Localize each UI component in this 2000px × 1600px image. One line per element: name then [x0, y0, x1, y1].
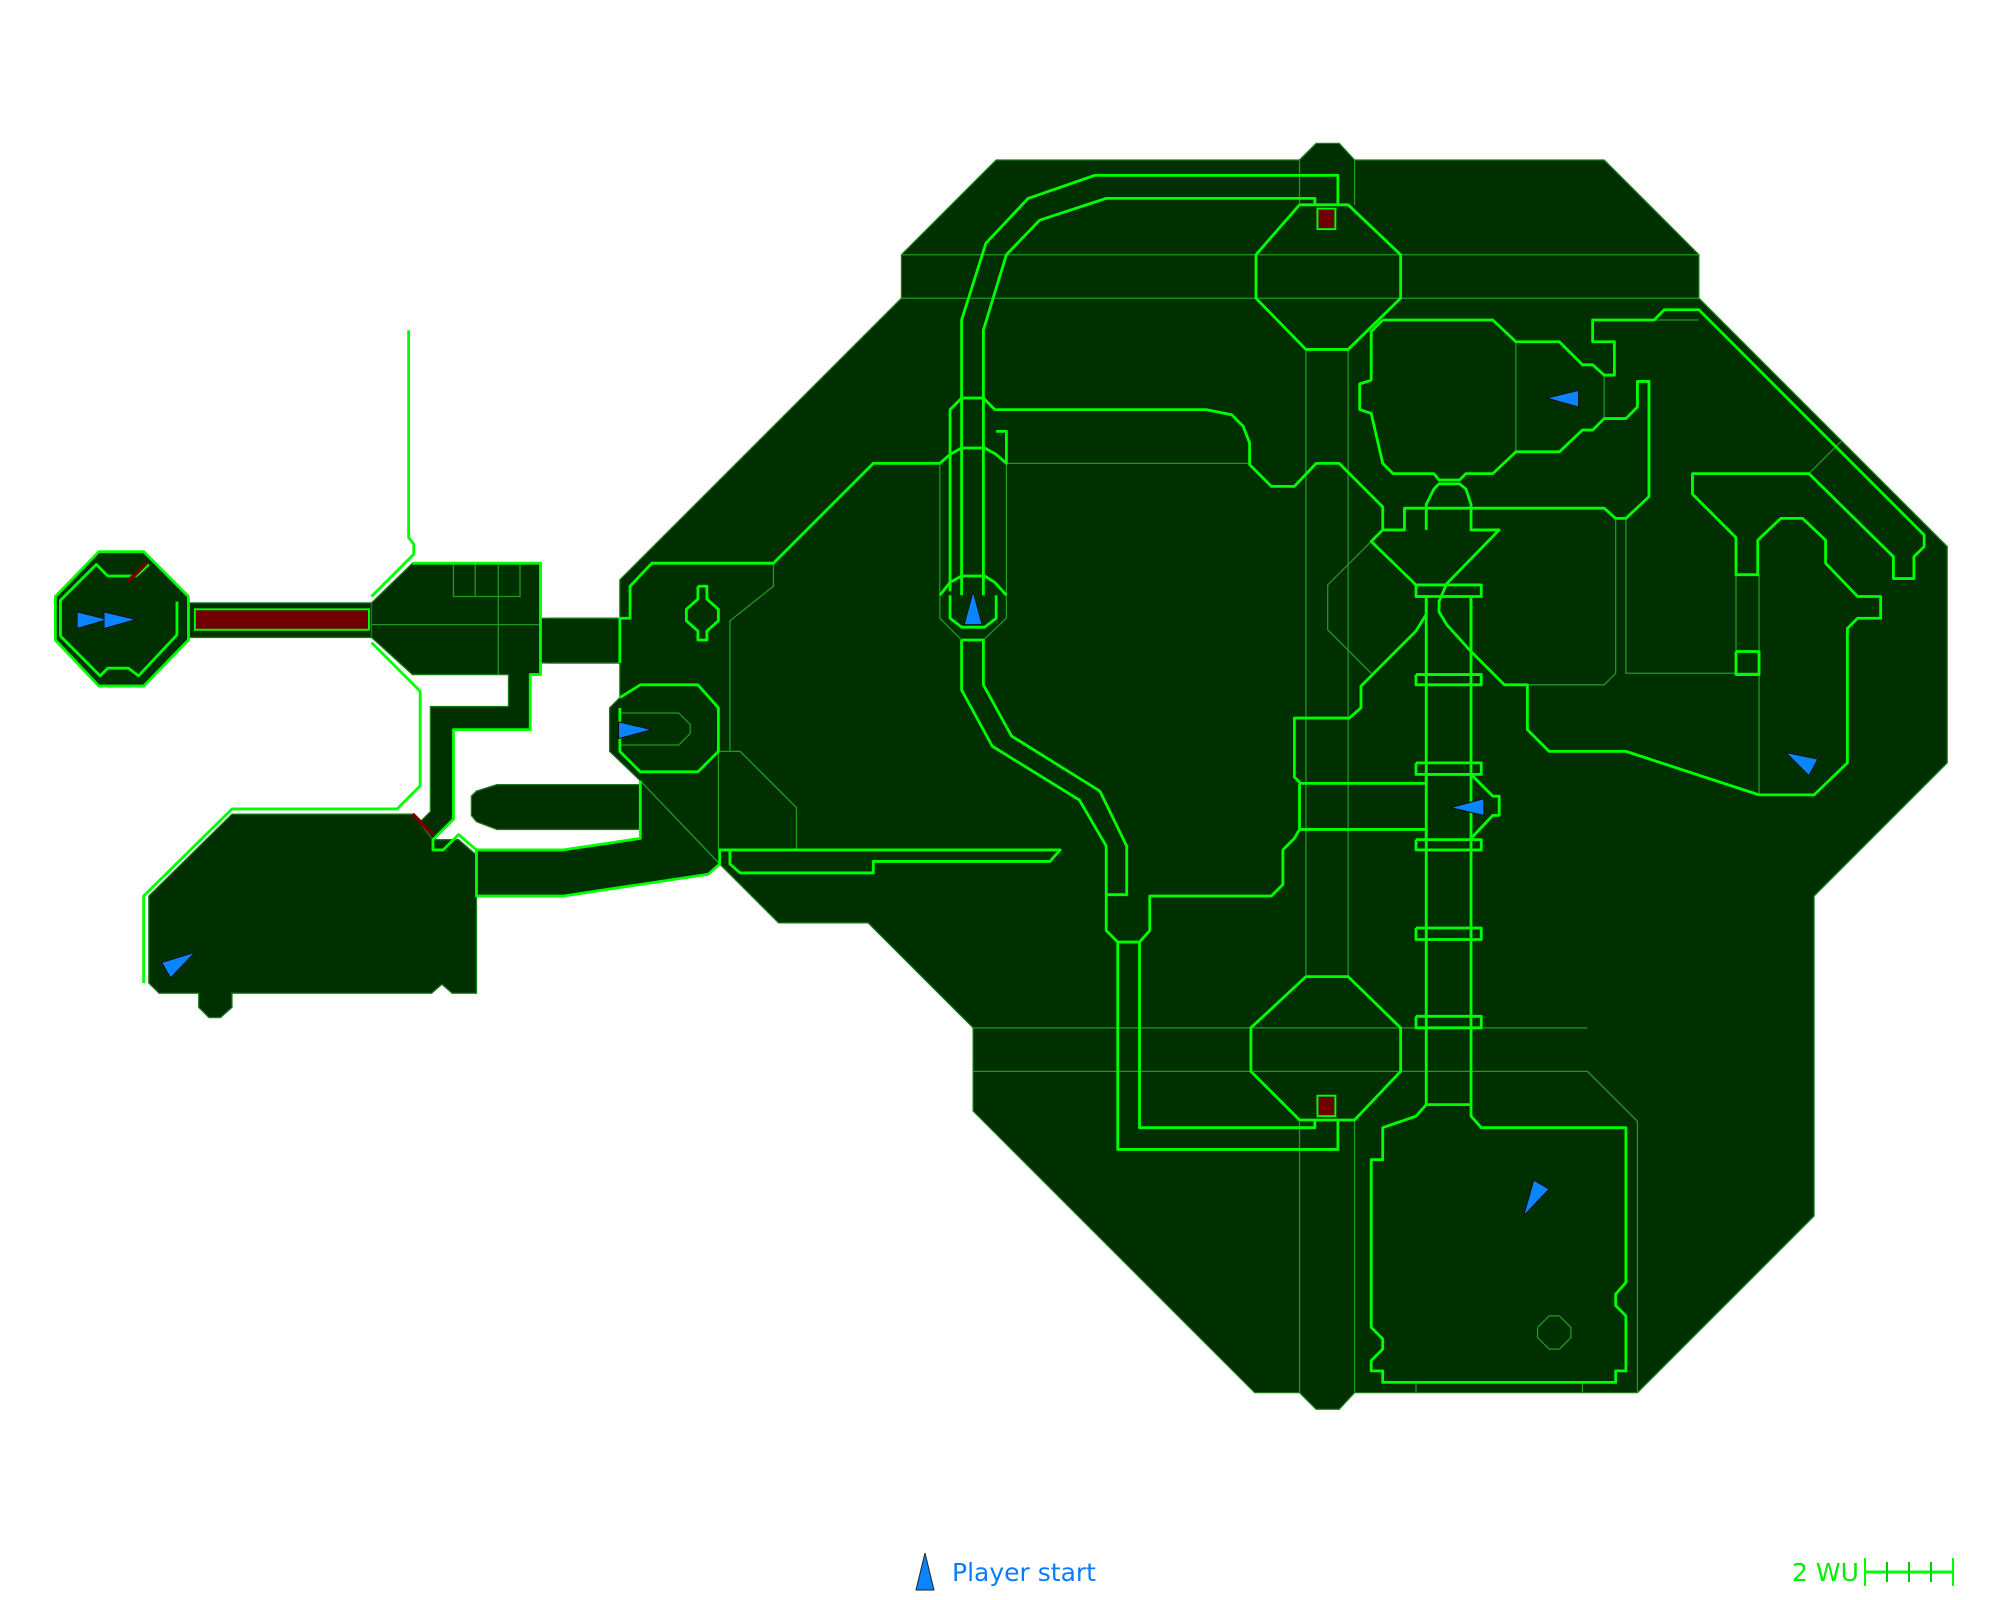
- wall-line: [59, 563, 179, 678]
- player-start-marker: [1784, 751, 1819, 777]
- wall-line: [1369, 596, 1628, 1384]
- legend: Player start: [914, 1552, 1096, 1592]
- wall-line: [1416, 583, 1483, 598]
- wall-line: [618, 429, 1008, 664]
- inner-line: [718, 750, 798, 850]
- wall-line: [1414, 926, 1483, 941]
- wall-line: [948, 595, 998, 629]
- wall-line: [142, 641, 422, 984]
- inner-line: [639, 780, 721, 865]
- wall-line: [948, 396, 1385, 592]
- wall-line: [1116, 942, 1340, 1151]
- door: [411, 812, 435, 836]
- player-start-marker: [103, 611, 139, 630]
- player-start-marker: [963, 589, 983, 626]
- door: [1316, 207, 1337, 231]
- scale-ruler: [1863, 1558, 1954, 1586]
- wall-line: [1734, 650, 1761, 676]
- doors: [126, 207, 1337, 1118]
- wall-line: [960, 638, 1129, 897]
- wall-line: [412, 561, 642, 852]
- inner-line: [1327, 540, 1372, 674]
- player-start-marker: [1523, 1179, 1550, 1217]
- player-start-marker: [1544, 389, 1580, 408]
- door: [1316, 1094, 1337, 1118]
- wall-line: [981, 196, 1317, 596]
- floor-area: [539, 617, 621, 664]
- inner-line: [1625, 518, 1760, 674]
- wall-line: [1249, 975, 1403, 1122]
- player-start-marker: [618, 721, 652, 740]
- player-start-icon: [915, 1552, 935, 1591]
- inner-line: [982, 463, 1008, 641]
- wall-line: [1414, 838, 1483, 852]
- inner-line: [619, 712, 691, 746]
- floor-area: [475, 142, 1948, 1410]
- walls: [53, 173, 1926, 1384]
- scale-bar: 2 WU: [1792, 1556, 1955, 1588]
- wall-line: [53, 550, 190, 688]
- inner-line: [939, 463, 963, 641]
- wall-line: [370, 330, 416, 598]
- wall-line: [960, 173, 1340, 596]
- inner-line: [729, 563, 775, 752]
- wall-line: [1424, 482, 1501, 653]
- floor-area: [148, 813, 478, 1019]
- wall-line: [618, 683, 720, 774]
- inner-line: [1527, 518, 1617, 686]
- player-start-marker: [1450, 798, 1485, 817]
- player-start-marker: [76, 611, 110, 630]
- floor-area: [470, 784, 641, 831]
- inner-line: [973, 1070, 1639, 1393]
- door: [126, 561, 148, 583]
- wall-line: [1382, 308, 1926, 797]
- scale-label: 2 WU: [1792, 1557, 1859, 1587]
- wall-line: [1414, 1014, 1483, 1030]
- wall-line: [475, 848, 1062, 898]
- legend-player-start-label: Player start: [952, 1557, 1096, 1587]
- floor-areas: [54, 142, 1948, 1410]
- inner-line: [1536, 1315, 1572, 1350]
- door: [193, 608, 370, 631]
- inner-line: [452, 563, 521, 598]
- wall-line: [1414, 761, 1483, 776]
- wall-line: [1414, 673, 1483, 687]
- player-starts: [76, 389, 1819, 1217]
- wall-line: [684, 584, 720, 642]
- wall-line: [938, 574, 1008, 597]
- player-start-marker: [160, 951, 197, 979]
- inner-lines: [371, 160, 1842, 1393]
- wall-line: [1254, 203, 1403, 351]
- wall-line: [1138, 942, 1317, 1130]
